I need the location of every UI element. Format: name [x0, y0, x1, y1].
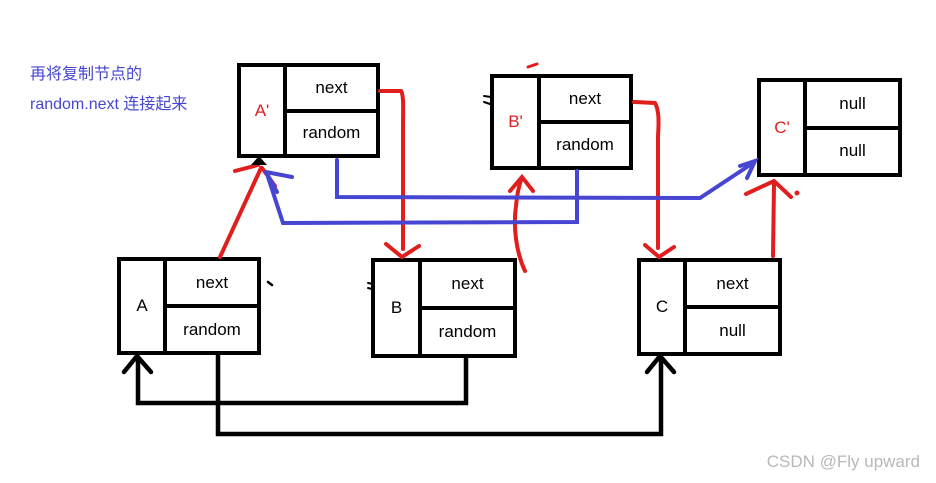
node-b-copy-label: B' [494, 78, 541, 166]
edge-a-copy-next-to-b-arrowhead [384, 242, 421, 260]
edge-a-copy-random-to-c-copy-arrowhead [738, 157, 759, 180]
node-b-next-cell: next [422, 262, 513, 310]
node-a-copy-next-cell: next [287, 67, 376, 113]
node-a-label: A [121, 261, 167, 351]
node-b-copy-next-cell: next [541, 78, 629, 124]
node-c-copy-pointers: null null [807, 82, 898, 173]
annotation-text: 再将复制节点的 random.next 连接起来 [30, 60, 187, 120]
node-c-next-cell: next [687, 262, 778, 309]
stray-black-dash-near-a [266, 280, 274, 287]
edge-b-copy-next-to-c-arrowhead [643, 243, 676, 260]
edge-a-copy-next-to-b-arrow [378, 89, 406, 251]
node-a-copy-pointers: next random [287, 67, 376, 154]
edge-b-random-to-a-arrow [135, 355, 469, 406]
edge-c-to-c-copy-arrow [771, 182, 776, 258]
annotation-line-1: 再将复制节点的 [30, 66, 143, 83]
node-c-copy-label: C' [761, 82, 807, 173]
node-c-copy: C' null null [757, 78, 902, 177]
edge-c-to-c-copy-arrowhead [744, 178, 793, 199]
node-a-next-cell: next [167, 261, 257, 308]
edge-a-to-a-copy-arrow [218, 166, 263, 259]
node-b-pointers: next random [422, 262, 513, 354]
node-b-copy-pointers: next random [541, 78, 629, 166]
edge-b-to-b-copy-arrowhead [508, 173, 535, 193]
node-a-copy-random-cell: random [302, 123, 361, 143]
edge-a-random-to-c-arrow [215, 352, 664, 437]
node-c-copy-random-cell: null [839, 141, 866, 161]
node-a-copy-label: A' [241, 67, 287, 154]
node-b-random-cell: random [438, 322, 497, 341]
node-c-copy-next-cell: null [807, 82, 898, 130]
edge-b-copy-random-to-a-copy-arrow [266, 169, 579, 226]
edge-a-to-a-copy-arrowhead [233, 163, 277, 188]
stray-red-dot [794, 190, 800, 196]
node-b-copy-random-cell: random [556, 135, 614, 154]
edge-b-copy-random-to-a-copy-arrowhead [264, 170, 294, 194]
node-c-pointers: next null [687, 262, 778, 352]
node-b-copy: B' next random [490, 74, 633, 170]
node-a-random-cell: random [183, 319, 241, 339]
edge-a-random-to-c-arrowhead [644, 352, 677, 375]
edge-b-random-to-a-arrowhead [121, 352, 154, 375]
node-a-pointers: next random [167, 261, 257, 351]
edge-b-copy-next-to-c-arrow [632, 100, 661, 250]
node-b-label: B [375, 262, 422, 354]
node-c-null-cell: null [719, 320, 746, 340]
node-c-label: C [641, 262, 687, 352]
node-a-copy: A' next random [237, 63, 380, 158]
node-c: C next null [637, 258, 782, 356]
watermark-text: CSDN @Fly upward [766, 452, 920, 471]
annotation-line-2: random.next 连接起来 [30, 96, 188, 113]
stray-red-dash [526, 62, 539, 69]
node-a: A next random [117, 257, 261, 355]
node-b: B next random [371, 258, 517, 358]
